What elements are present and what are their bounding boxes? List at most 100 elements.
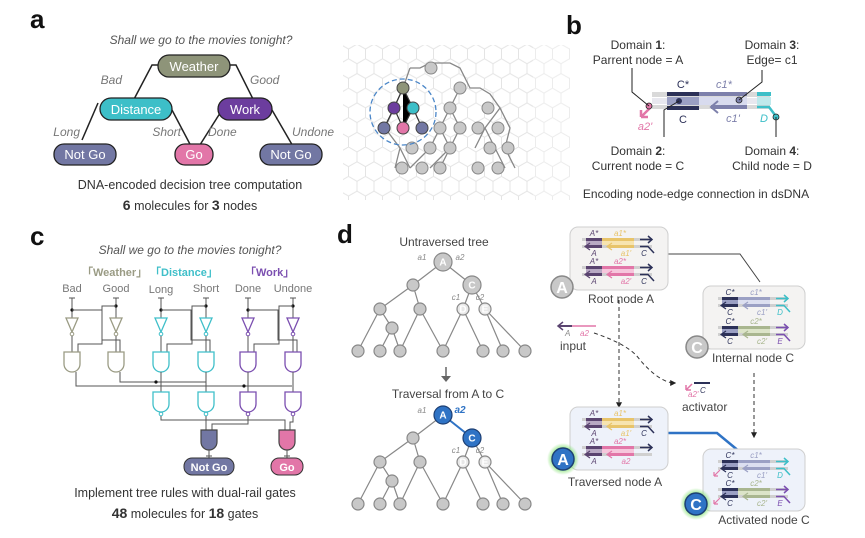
mapped-node-notgo-2 (415, 121, 429, 135)
tree-node (436, 497, 450, 511)
node-badge-label: A (556, 280, 568, 297)
and-gate (63, 351, 81, 373)
or-gate-go (278, 429, 296, 451)
strand-label: A* (589, 229, 599, 238)
input-long: Long (149, 284, 173, 296)
edge-label-short: Short (152, 125, 181, 139)
panel-label-c: c (30, 221, 44, 251)
domain3-title: Domain 3: (745, 38, 800, 52)
tree-node (518, 497, 532, 511)
tree-node (436, 344, 450, 358)
svg-text:Distance: Distance (111, 102, 162, 117)
strand-label: C (727, 337, 733, 346)
label-a2-prime: a2' (638, 121, 653, 133)
panel-c-question: Shall we go to the movies tonight? (99, 243, 282, 257)
tree-node-label: C (468, 281, 475, 292)
panel-a: a Shall we go to the movies tonight? Bad… (30, 4, 533, 213)
and-gate (197, 391, 215, 413)
tree-edge-label: c1 (452, 446, 460, 455)
tree-node (496, 497, 510, 511)
and-gate (239, 391, 257, 413)
input-bad: Bad (62, 283, 82, 295)
strand-label: A* (589, 437, 599, 446)
strand-label: A* (589, 257, 599, 266)
node-badge (551, 447, 575, 471)
tree-node (373, 344, 387, 358)
panel-label-d: d (337, 219, 353, 249)
label-c-star: C* (677, 79, 690, 91)
panel-a-question: Shall we go to the movies tonight? (110, 33, 293, 47)
strand-label: C (727, 471, 733, 480)
input-undone: Undone (274, 283, 313, 295)
input-done: Done (235, 283, 261, 295)
tree-node (351, 497, 365, 511)
strand-label: a2* (614, 437, 627, 446)
panel-label-a: a (30, 4, 45, 34)
svg-text:Not Go: Not Go (270, 147, 311, 162)
strand-label: C* (726, 451, 736, 460)
tree-node (478, 302, 492, 316)
panel-c-caption-count: 48 molecules for 18 gates (112, 505, 259, 521)
strand-label: C (641, 249, 647, 258)
strand-label: E (777, 499, 783, 508)
domain2-title: Domain 2: (611, 144, 666, 158)
activator-strand: a2' C activator (682, 382, 727, 414)
output-go: Go (270, 457, 304, 476)
strand-label: E (777, 337, 783, 346)
node-badge-label: C (690, 497, 702, 514)
and-gate (284, 351, 302, 373)
input-short: Short (193, 283, 219, 295)
input-strand: A a2 input (556, 321, 596, 353)
tree-node (373, 497, 387, 511)
mapped-node-distance (406, 101, 420, 115)
tree-node (476, 497, 490, 511)
tree-node (456, 302, 470, 316)
dual-rail-circuit (63, 297, 302, 458)
dsdna-diagram: C* C c1* c1' D a2' (631, 68, 780, 137)
strand-label: a1' (621, 429, 632, 438)
edge-label-done: Done (208, 125, 237, 139)
tree-node (385, 474, 399, 488)
domain2-desc: Current node = C (592, 159, 685, 173)
panel-c-caption: Implement tree rules with dual-rail gate… (74, 486, 296, 500)
strand-label: a1* (614, 409, 627, 418)
domain4-desc: Child node = D (732, 159, 812, 173)
untraversed-title: Untraversed tree (399, 235, 489, 249)
tree-edge-label: a2 (456, 253, 465, 262)
group-title-distance: 「Distance」 (150, 265, 218, 279)
tree-node-label: E (482, 458, 489, 469)
svg-text:Work: Work (230, 102, 261, 117)
output-not-go: Not Go (183, 457, 235, 476)
domain1-desc: Parrent node = A (593, 53, 683, 67)
group-title-weather: 「Weather」 (82, 265, 147, 279)
strand-label: C* (726, 288, 736, 297)
tree-edge-label: a1 (418, 406, 427, 415)
edge-label-long: Long (53, 125, 80, 139)
and-gate (239, 351, 257, 373)
group-title-work: 「Work」 (245, 265, 294, 279)
and-gate (107, 351, 125, 373)
input-label: input (560, 339, 587, 353)
mapped-node-work (387, 101, 401, 115)
strand-label: a2' (621, 277, 632, 286)
strand-label: a2* (614, 257, 627, 266)
node-not-go-left: Not Go (53, 143, 117, 166)
node-badge (684, 492, 708, 516)
tree-edges (81, 64, 295, 149)
strand-label: c2* (750, 479, 762, 488)
strand-label: c2' (757, 337, 767, 346)
strand-label: C (727, 308, 733, 317)
strand-label: D (777, 308, 783, 317)
strand-label: c1' (757, 471, 767, 480)
node-badge (685, 335, 709, 359)
input-good: Good (103, 283, 130, 295)
not-gate (199, 317, 213, 334)
not-gate (154, 317, 168, 334)
tree-node (478, 455, 492, 469)
domain1-title: Domain 1: (611, 38, 666, 52)
activator-label: activator (682, 400, 727, 414)
